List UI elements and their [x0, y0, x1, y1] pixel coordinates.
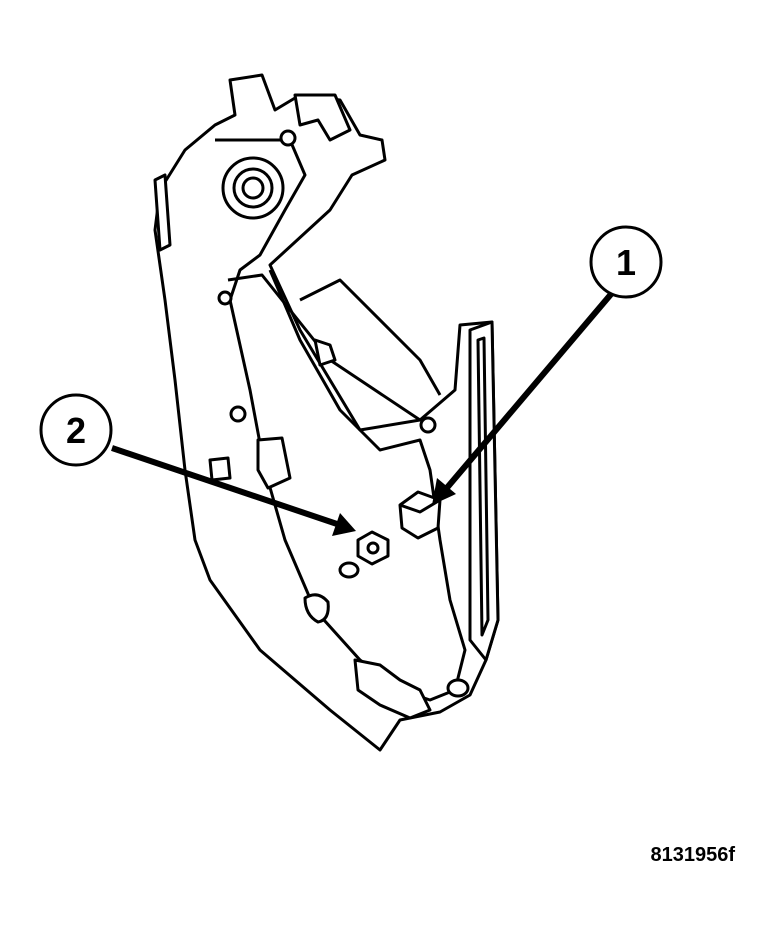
callout-circle [39, 393, 113, 467]
callout-circle [589, 225, 663, 299]
leader-arrow-1 [437, 291, 615, 498]
callout-number: 1 [616, 242, 636, 283]
callout-1: 1 [589, 225, 663, 299]
callout-number: 2 [66, 410, 86, 451]
callout-2: 2 [39, 393, 113, 467]
leader-arrow-2 [111, 445, 341, 528]
callout-arrows [111, 291, 615, 536]
arrowhead-1 [432, 478, 456, 505]
arrowhead-2 [332, 513, 356, 536]
component-drawing [153, 73, 500, 752]
figure-id: 8131956f [650, 844, 735, 866]
